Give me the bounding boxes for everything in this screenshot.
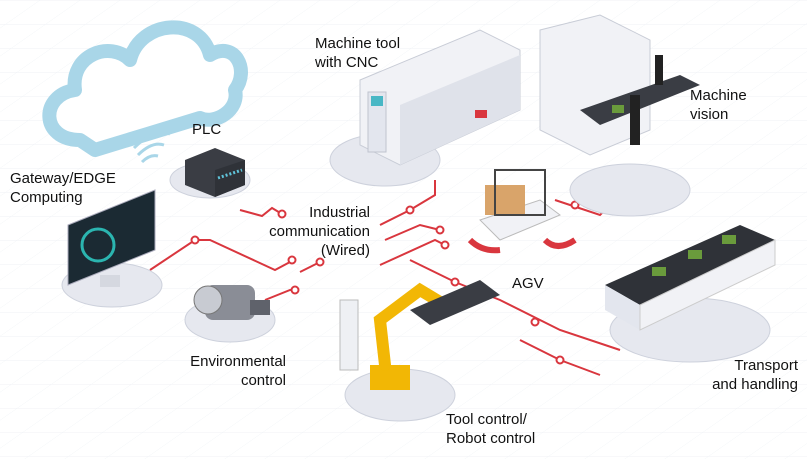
edge-monitor-icon — [67, 189, 156, 287]
label-plc: PLC — [192, 121, 222, 138]
cloud-icon — [42, 20, 248, 157]
label-gateway: Gateway/EDGE Computing — [10, 170, 116, 206]
motor-icon — [193, 285, 270, 320]
label-industrial-communication: Industrial communication (Wired) — [269, 204, 370, 259]
label-machine-vision: Machine vision — [690, 87, 747, 123]
machine-vision-icon — [539, 14, 700, 156]
label-transport-handling: Transport and handling — [712, 357, 798, 393]
label-machine-tool: Machine tool with CNC — [315, 35, 401, 71]
network-nodes — [190, 200, 580, 365]
conveyor-icon — [605, 225, 776, 331]
plc-device-icon — [185, 148, 245, 197]
label-agv: AGV — [512, 275, 544, 292]
robot-arm-icon — [339, 280, 500, 390]
label-environmental-control: Environmental control — [190, 353, 286, 389]
agv-icon — [467, 169, 577, 254]
wireless-signal-icon — [132, 131, 171, 164]
cnc-machine-icon — [359, 29, 521, 166]
label-robot-control: Tool control/ Robot control — [446, 411, 536, 447]
